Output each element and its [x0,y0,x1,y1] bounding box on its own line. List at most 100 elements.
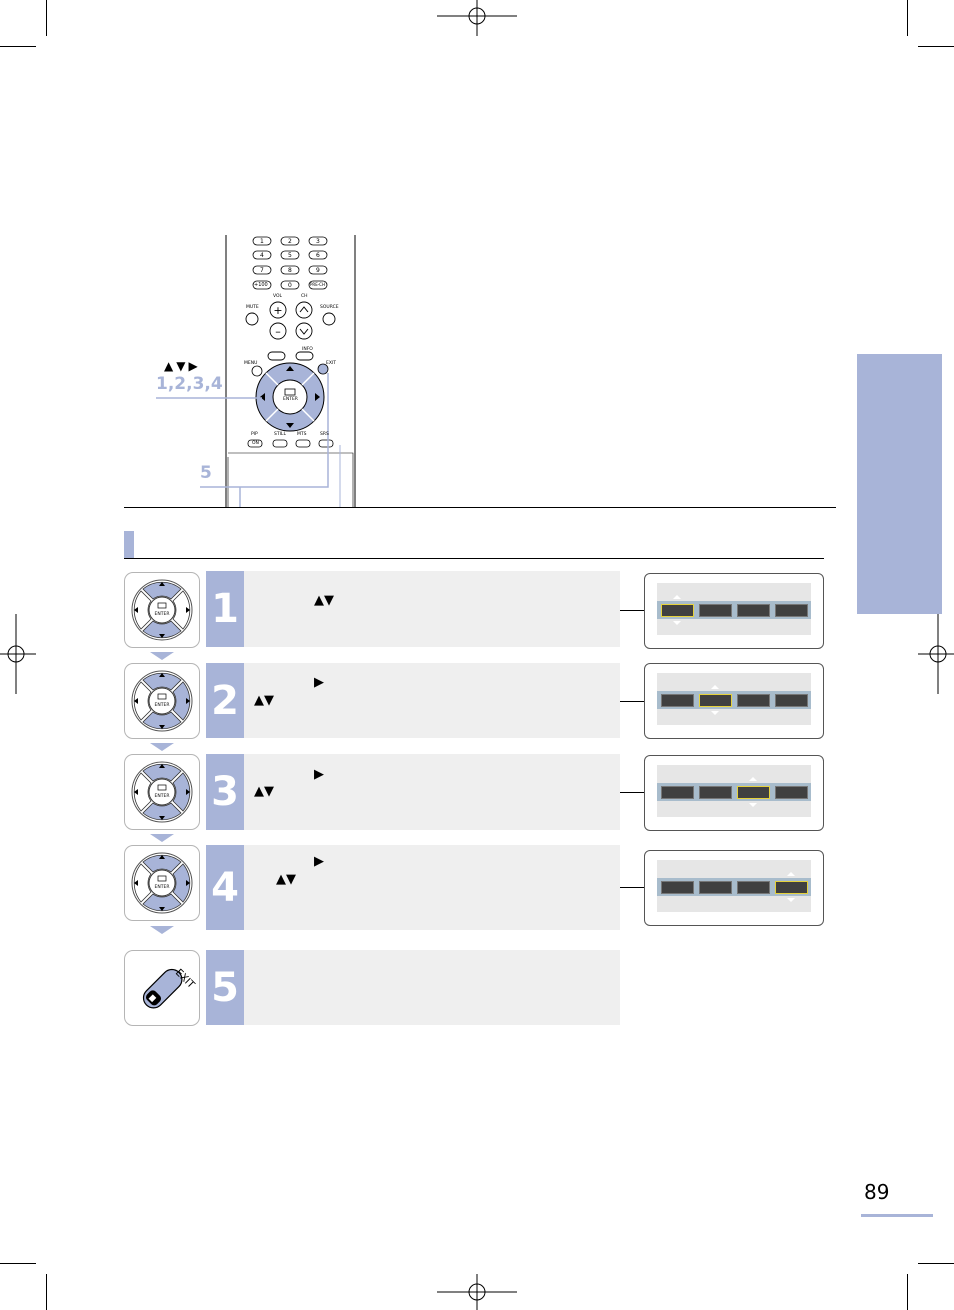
exit-label: EXIT [326,361,337,366]
osd-preview-2 [644,663,824,739]
osd-field [775,786,808,799]
remote-control-illustration: + – 1 2 3 4 5 6 [150,235,360,507]
dpad-enter-label: ENTER [155,884,170,890]
osd-field [775,694,808,707]
ch-label: CH [301,294,308,299]
connector-line [620,887,644,888]
osd-preview-3 [644,755,824,831]
osd-field [699,604,732,617]
key-label: +100 [254,282,268,288]
registration-mark-icon [918,614,954,694]
flow-arrow-icon [150,652,174,660]
osd-updown-icon [749,777,757,807]
step-2-right-arrow: ▶ [314,675,324,690]
step-3-right-arrow: ▶ [314,767,324,782]
exit-button-icon: EXIT [124,950,200,1026]
osd-preview-4 [644,850,824,926]
dpad-icon: ENTER [124,572,200,648]
osd-field [699,881,732,894]
still-label: STILL [274,432,286,437]
mute-label: MUTE [246,305,259,310]
flow-arrow-icon [150,743,174,751]
step-4-arrows: ▲▼ [276,872,296,887]
osd-field [661,786,694,799]
key-label: 3 [316,238,320,245]
section-divider [124,507,836,508]
source-label: SOURCE [320,305,339,310]
key-label: 6 [316,252,320,259]
osd-field [661,694,694,707]
key-label: 4 [260,252,264,259]
osd-preview-1 [644,573,824,649]
step-3-arrows: ▲▼ [254,784,274,799]
osd-field [737,786,770,799]
crop-mark [0,46,36,47]
srs-label: SRS [320,432,329,437]
osd-field [737,694,770,707]
key-label: 7 [260,267,264,274]
key-label: PRE-CH [310,282,325,287]
step-4-panel: 4 ▶ ▲▼ [206,845,620,930]
dpad-icon: ENTER [124,663,200,739]
enter-label: ENTER [283,397,298,402]
dpad-enter-label: ENTER [155,611,170,617]
flow-arrow-icon [150,926,174,934]
osd-field [699,786,732,799]
osd-field [699,694,732,707]
step-2-arrows: ▲▼ [254,693,274,708]
pip-label: PIP [251,432,258,437]
step-number: 5 [206,950,244,1025]
section-heading-marker [124,531,134,558]
connector-line [620,610,644,611]
dpad-enter-label: ENTER [155,793,170,799]
step-3-panel: 3 ▶ ▲▼ [206,754,620,830]
step-1-arrows: ▲▼ [314,593,334,608]
step-number: 2 [206,663,244,738]
crop-mark [918,46,954,47]
registration-mark-icon [0,614,36,694]
menu-label: MENU [244,361,258,366]
vol-label: VOL [273,294,283,299]
key-label: 8 [288,267,292,274]
chapter-tab [857,354,942,614]
crop-mark [907,1274,908,1310]
page-number-rule [861,1214,933,1217]
crop-mark [0,1263,36,1264]
osd-updown-icon [787,872,795,902]
remote-control-icon: + – [156,235,356,507]
on-label: ON [252,441,259,446]
step-number: 3 [206,754,244,830]
key-label: 9 [316,267,320,274]
crop-mark [46,0,47,36]
section-heading-rule [124,558,824,559]
step-4-right-arrow: ▶ [314,854,324,869]
svg-text:+: + [273,304,282,317]
info-label: INFO [302,347,313,352]
registration-mark-icon [437,0,517,36]
key-label: 0 [288,282,292,289]
key-label: 1 [260,238,264,245]
step-1-panel: 1 ▲▼ [206,571,620,647]
crop-mark [918,1263,954,1264]
connector-line [620,701,644,702]
callout-step-5: 5 [200,463,212,483]
osd-field [661,881,694,894]
osd-updown-icon [711,685,719,715]
step-2-panel: 2 ▶ ▲▼ [206,663,620,738]
key-label: 2 [288,238,292,245]
page-number: 89 [864,1180,890,1204]
osd-field [737,881,770,894]
connector-line [620,792,644,793]
dpad-enter-label: ENTER [155,702,170,708]
registration-mark-icon [437,1274,517,1310]
dpad-icon: ENTER [124,754,200,830]
osd-field [775,881,808,894]
crop-mark [907,0,908,36]
flow-arrow-icon [150,834,174,842]
osd-field [661,604,694,617]
step-number: 4 [206,845,244,930]
osd-field [737,604,770,617]
osd-field [775,604,808,617]
callout-arrows: ▲▼▶ [164,359,201,373]
callout-steps-1-4: 1,2,3,4 [156,374,223,394]
